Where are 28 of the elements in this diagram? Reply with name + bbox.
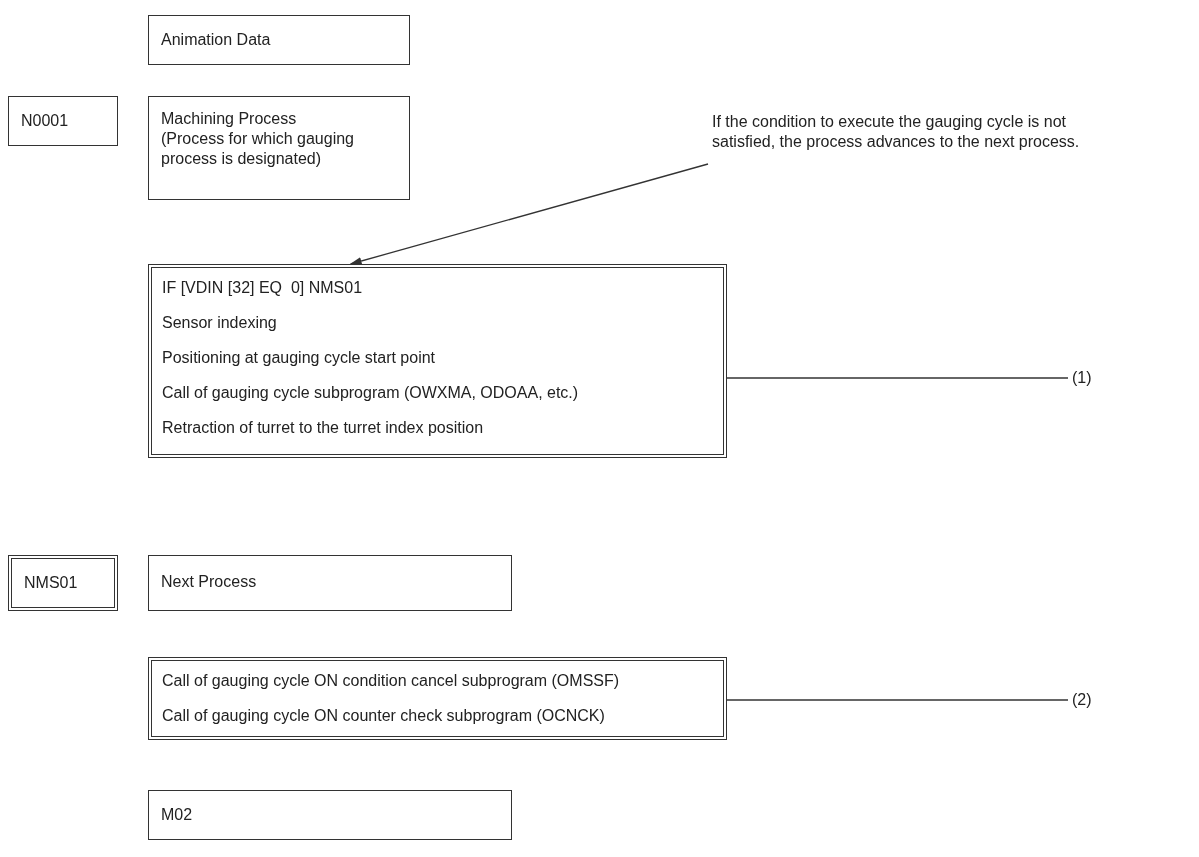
program-block [148,657,727,740]
box-title: Animation Data [161,30,272,50]
callout-number: (1) [1072,368,1093,388]
program-line: Call of gauging cycle subprogram (OWXMA, ODOAA, etc.) [162,383,580,403]
program-line: Call of gauging cycle ON counter check subprogram (OCNCK) [162,706,606,726]
program-line: Sensor indexing [162,313,278,333]
label-box [8,96,118,146]
note-text: If the condition to execute the gauging cycle is not satisfied, the process advances to the next process. [712,112,1081,152]
box-title: NMS01 [24,573,79,593]
box-title: Machining Process [161,109,298,129]
program-block [148,264,727,458]
box-title: M02 [161,805,194,825]
box-text: (Process for which gauging process is designated) [161,129,355,169]
leader-line [726,699,1069,701]
process-box [148,790,512,840]
program-line: IF [VDIN [32] EQ 0] NMS01 [162,278,364,298]
program-line: Retraction of turret to the turret index position [162,418,485,438]
leader-line [726,377,1069,379]
program-line: Call of gauging cycle ON condition cancel subprogram (OMSSF) [162,671,621,691]
process-box [148,15,410,65]
process-box [148,555,512,611]
callout-number: (2) [1072,690,1093,710]
leader-arrow [349,163,709,265]
program-line: Positioning at gauging cycle start point [162,348,437,368]
label-box [8,555,118,611]
process-box [148,96,410,200]
box-title: Next Process [161,572,258,592]
box-title: N0001 [21,111,70,131]
